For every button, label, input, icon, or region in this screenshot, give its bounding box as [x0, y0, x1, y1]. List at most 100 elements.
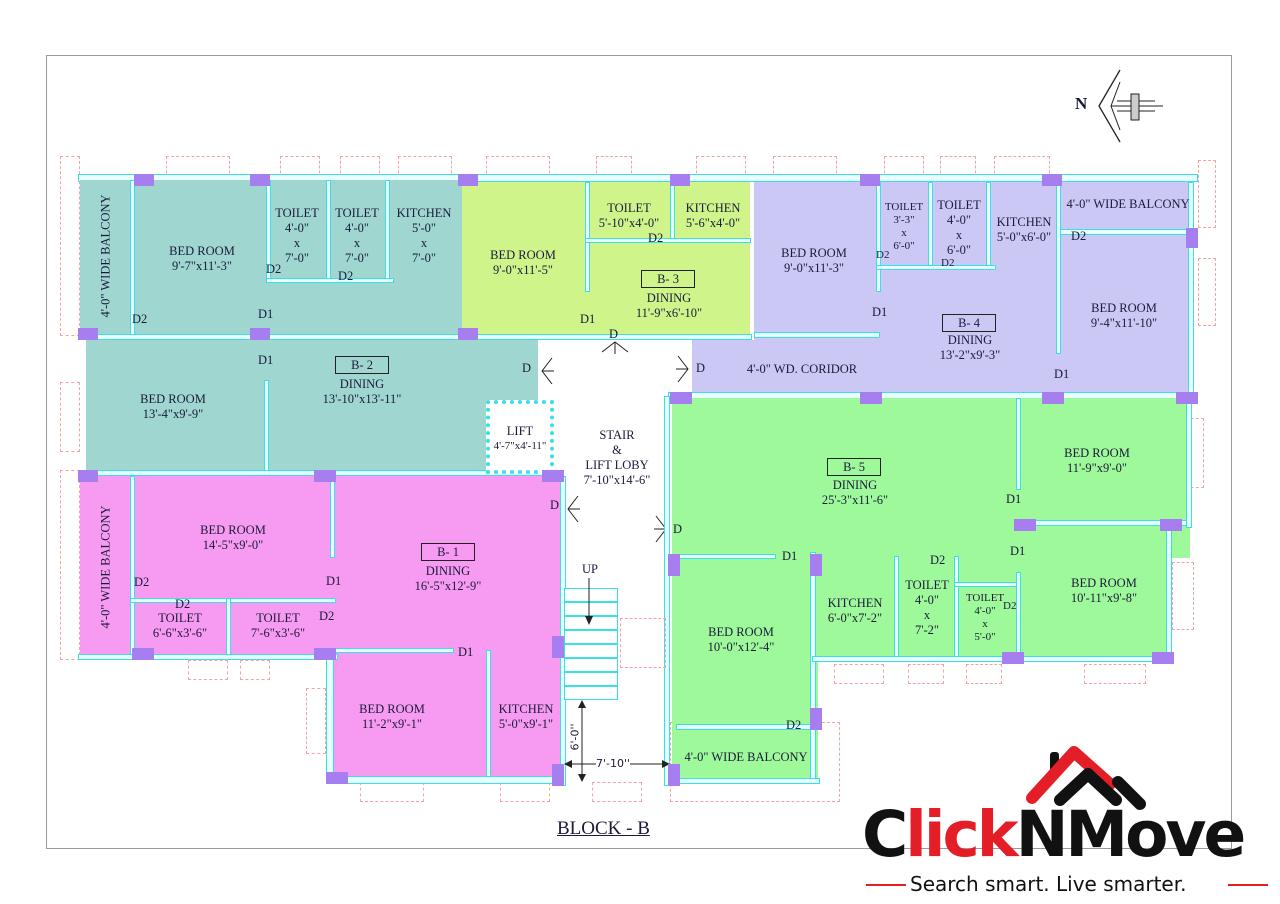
dimension-lines — [564, 700, 670, 782]
stair-arrow-icon — [585, 578, 593, 625]
tagline-rule — [866, 884, 906, 886]
column — [668, 554, 680, 576]
wall — [330, 476, 335, 558]
window-outline — [306, 688, 326, 754]
door-d1: D1 — [1010, 544, 1026, 558]
door-d: D — [609, 327, 619, 341]
window-outline — [908, 664, 944, 684]
column — [314, 648, 336, 660]
column — [810, 708, 822, 730]
door-d1: D1 — [326, 574, 342, 588]
wall — [130, 476, 135, 658]
window-outline — [592, 782, 642, 802]
window-outline — [1198, 160, 1216, 228]
window-outline — [60, 382, 80, 452]
column — [78, 328, 98, 340]
door-d2: D2 — [134, 575, 150, 589]
column — [1014, 519, 1036, 531]
door-d2: D2 — [319, 609, 335, 623]
wall — [264, 380, 269, 472]
column — [670, 174, 690, 186]
wall — [676, 554, 776, 559]
wall — [954, 556, 959, 660]
door-d1: D1 — [1006, 492, 1022, 506]
lift-shaft — [486, 400, 554, 474]
unit-b5-upper — [672, 398, 1190, 558]
corridor — [692, 340, 754, 392]
door-d1: D1 — [782, 549, 798, 563]
wall — [130, 598, 336, 603]
column — [542, 470, 564, 482]
b1-unit-tag: B- 1 — [421, 543, 475, 561]
wall — [812, 656, 1172, 662]
column — [250, 328, 270, 340]
column — [458, 328, 478, 340]
wall — [876, 182, 881, 292]
window-outline — [60, 470, 80, 660]
wall — [954, 582, 1018, 587]
wall — [928, 182, 933, 268]
door-d: D — [696, 361, 706, 375]
door-d2: D2 — [1071, 229, 1087, 243]
column — [134, 174, 154, 186]
door-d1: D1 — [258, 353, 274, 367]
wall — [585, 182, 590, 292]
column — [1002, 652, 1024, 664]
b5-balcony-label: 4'-0" WIDE BALCONY — [684, 750, 808, 764]
door-d2: D2 — [786, 718, 802, 732]
column — [1160, 519, 1182, 531]
tagline-rule — [1228, 884, 1268, 886]
unit-b3 — [462, 182, 750, 336]
door-d1: D1 — [258, 307, 274, 321]
unit-b4 — [754, 182, 1190, 392]
wall — [664, 396, 670, 786]
door-d2: D2 — [132, 312, 148, 326]
door-d2: D2 — [266, 262, 282, 276]
door-d: D — [673, 522, 683, 536]
door-d1: D1 — [872, 305, 888, 319]
door-swing-icon — [567, 495, 580, 523]
stair-up-label: UP — [582, 562, 598, 576]
unit-b1-lower — [334, 652, 560, 780]
wall — [326, 652, 334, 784]
b3-unit-tag: B- 3 — [641, 270, 695, 288]
door-swing-icon — [541, 357, 554, 385]
column — [250, 174, 270, 186]
column — [1186, 228, 1198, 248]
window-outline — [1198, 258, 1216, 326]
column — [314, 470, 336, 482]
wall — [1186, 398, 1192, 528]
wall — [754, 332, 880, 338]
column — [1152, 652, 1174, 664]
window-outline — [60, 156, 80, 336]
wall — [1188, 182, 1194, 396]
door-d1: D1 — [1054, 367, 1070, 381]
wall — [486, 650, 491, 780]
window-outline — [1172, 562, 1194, 630]
b2-unit-tag: B- 2 — [335, 356, 389, 374]
wall — [1016, 572, 1021, 660]
window-outline — [966, 664, 1002, 684]
door-d2: D2 — [941, 257, 955, 269]
north-label: N — [1075, 94, 1088, 113]
